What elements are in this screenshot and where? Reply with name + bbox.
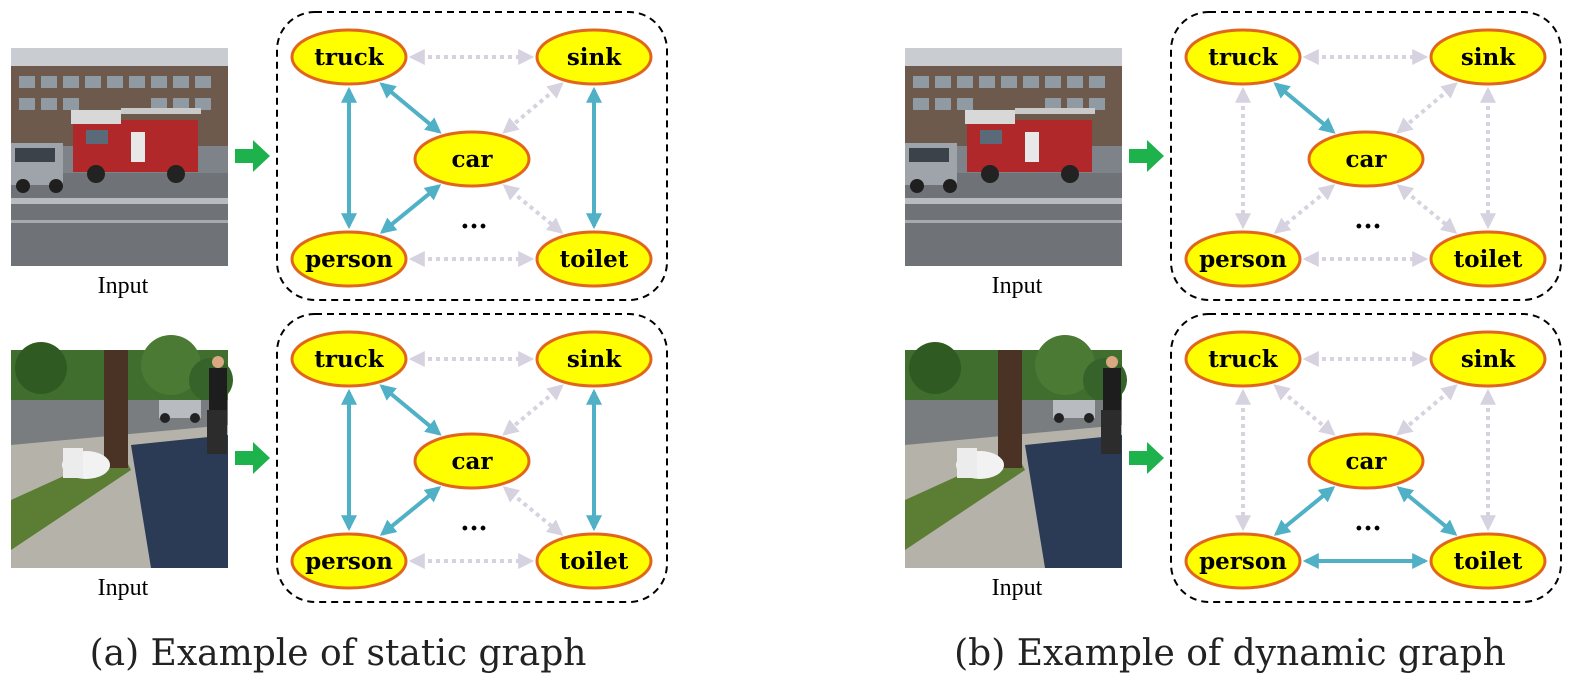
ellipsis: ... bbox=[460, 205, 487, 235]
input-image bbox=[11, 48, 228, 266]
node-label: person bbox=[305, 548, 393, 575]
edge-truck-car-active bbox=[379, 82, 442, 134]
input-image bbox=[905, 48, 1122, 266]
node-person: person bbox=[290, 532, 408, 590]
node-label: toilet bbox=[560, 548, 629, 575]
node-label: sink bbox=[1461, 44, 1516, 71]
input-label: Input bbox=[98, 273, 149, 299]
node-label: sink bbox=[1461, 346, 1516, 373]
input-image bbox=[11, 335, 233, 568]
graph-example: Input... truck sink car person toilet bbox=[905, 11, 1562, 301]
node-sink: sink bbox=[1429, 28, 1547, 86]
edge-car-toilet-active bbox=[1396, 486, 1458, 536]
node-label: truck bbox=[314, 44, 384, 71]
node-person: person bbox=[1184, 532, 1302, 590]
edge-truck-car-inactive bbox=[1273, 384, 1336, 436]
input-image bbox=[905, 335, 1127, 568]
node-toilet: toilet bbox=[535, 532, 653, 590]
edge-truck-car-active bbox=[379, 384, 442, 436]
node-car: car bbox=[1307, 432, 1425, 490]
edge-car-toilet-inactive bbox=[1396, 184, 1458, 234]
node-truck: truck bbox=[290, 330, 408, 388]
node-sink: sink bbox=[535, 28, 653, 86]
node-toilet: toilet bbox=[1429, 230, 1547, 288]
node-label: car bbox=[1345, 146, 1387, 173]
node-car: car bbox=[1307, 130, 1425, 188]
node-label: truck bbox=[1208, 44, 1278, 71]
node-label: car bbox=[451, 448, 493, 475]
edge-car-person-active bbox=[379, 184, 442, 234]
node-person: person bbox=[1184, 230, 1302, 288]
graph-box bbox=[1170, 11, 1562, 301]
green-arrow-icon bbox=[235, 140, 270, 172]
input-label: Input bbox=[98, 575, 149, 601]
node-label: person bbox=[1199, 246, 1287, 273]
ellipsis: ... bbox=[1354, 507, 1381, 537]
graph-example: Input... truck sink car person toilet bbox=[905, 313, 1562, 603]
node-car: car bbox=[413, 432, 531, 490]
node-label: truck bbox=[314, 346, 384, 373]
edge-car-person-inactive bbox=[1273, 184, 1336, 234]
edge-car-person-active bbox=[1273, 486, 1336, 536]
ellipsis: ... bbox=[1354, 205, 1381, 235]
node-truck: truck bbox=[290, 28, 408, 86]
node-label: car bbox=[1345, 448, 1387, 475]
green-arrow-icon bbox=[1129, 442, 1164, 474]
node-label: car bbox=[451, 146, 493, 173]
graph-box bbox=[276, 313, 668, 603]
node-sink: sink bbox=[1429, 330, 1547, 388]
edge-sink-car-inactive bbox=[1396, 82, 1458, 134]
edge-sink-car-inactive bbox=[502, 82, 564, 134]
node-label: toilet bbox=[1454, 246, 1523, 273]
graph-example: Input... truck sink car person toilet bbox=[11, 313, 668, 603]
node-person: person bbox=[290, 230, 408, 288]
green-arrow-icon bbox=[235, 442, 270, 474]
node-label: truck bbox=[1208, 346, 1278, 373]
edge-truck-car-active bbox=[1273, 82, 1336, 134]
green-arrow-icon bbox=[1129, 140, 1164, 172]
graph-box bbox=[276, 11, 668, 301]
node-toilet: toilet bbox=[1429, 532, 1547, 590]
edge-car-toilet-inactive bbox=[502, 184, 564, 234]
panel-caption: (a) Example of static graph bbox=[90, 633, 587, 674]
edge-sink-car-inactive bbox=[502, 384, 564, 436]
node-label: sink bbox=[567, 44, 622, 71]
node-label: toilet bbox=[560, 246, 629, 273]
node-truck: truck bbox=[1184, 28, 1302, 86]
node-label: person bbox=[1199, 548, 1287, 575]
node-sink: sink bbox=[535, 330, 653, 388]
input-label: Input bbox=[992, 575, 1043, 601]
panel-caption: (b) Example of dynamic graph bbox=[954, 633, 1506, 674]
node-label: person bbox=[305, 246, 393, 273]
input-label: Input bbox=[992, 273, 1043, 299]
node-label: sink bbox=[567, 346, 622, 373]
graph-box bbox=[1170, 313, 1562, 603]
edge-car-toilet-inactive bbox=[502, 486, 564, 536]
node-truck: truck bbox=[1184, 330, 1302, 388]
edge-car-person-active bbox=[379, 486, 442, 536]
edge-sink-car-inactive bbox=[1396, 384, 1458, 436]
graph-example: Input... truck sink car person toilet bbox=[11, 11, 668, 301]
node-car: car bbox=[413, 130, 531, 188]
node-toilet: toilet bbox=[535, 230, 653, 288]
node-label: toilet bbox=[1454, 548, 1523, 575]
ellipsis: ... bbox=[460, 507, 487, 537]
